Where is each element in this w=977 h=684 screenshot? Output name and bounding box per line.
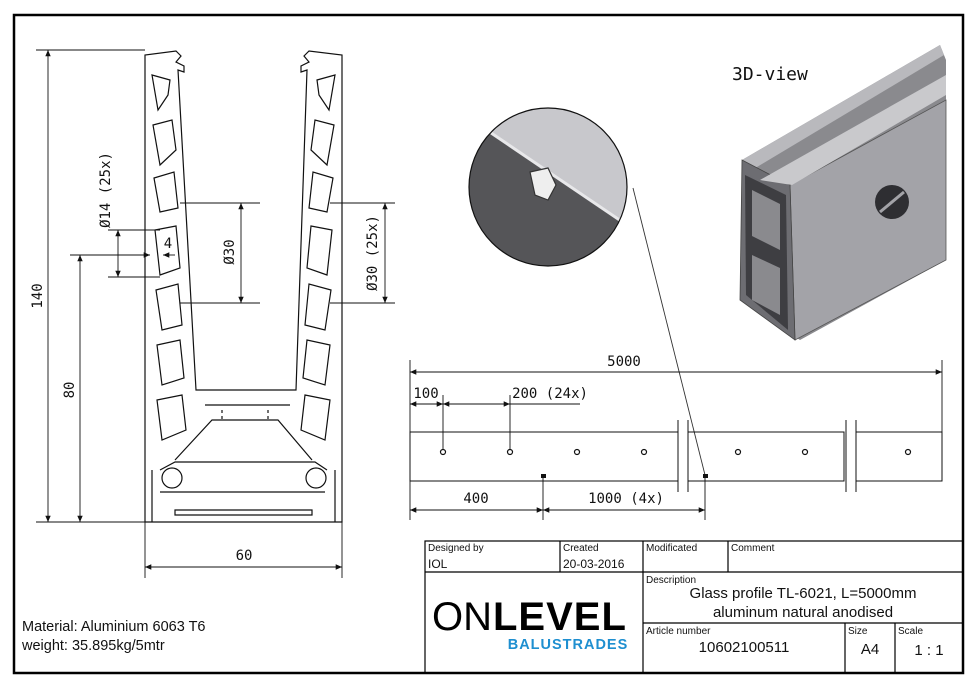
scale-value: 1 : 1 (914, 642, 943, 659)
dim-1000: 1000 (4x) (588, 491, 664, 507)
dim-hole-14: Ø14 (25x) (98, 152, 114, 228)
title-block (424, 540, 964, 674)
dim-200: 200 (24x) (512, 386, 588, 402)
modificated-label: Modificated (646, 543, 697, 554)
comment-label: Comment (731, 543, 775, 554)
description-line2: aluminum natural anodised (713, 604, 893, 621)
detail-view (468, 107, 706, 476)
designed-by-label: Designed by (428, 543, 484, 554)
drain-slot (541, 474, 546, 478)
weight-text: weight: 35.895kg/5mtr (21, 638, 165, 654)
description-line1: Glass profile TL-6021, L=5000mm (690, 585, 917, 602)
dim-dia-30-inner: Ø30 (222, 239, 238, 264)
material-text: Material: Aluminium 6063 T6 (22, 619, 206, 635)
dim-400: 400 (463, 491, 488, 507)
dim-100: 100 (413, 386, 438, 402)
description-label: Description (646, 575, 696, 586)
created-value: 20-03-2016 (563, 557, 625, 571)
side-dimensions (409, 360, 943, 520)
svg-text:LEVEL: LEVEL (493, 595, 627, 639)
profile-cross-section (144, 50, 343, 523)
drain-slot (703, 474, 708, 478)
side-view-holes (439, 448, 912, 456)
section-dimensions (36, 49, 395, 578)
dim-60: 60 (236, 548, 253, 564)
svg-text:BALUSTRADES: BALUSTRADES (508, 637, 629, 653)
dim-4: 4 (164, 236, 172, 252)
onlevel-logo: ON LEVEL BALUSTRADES (432, 595, 629, 653)
designed-by-value: IOL (428, 557, 448, 571)
dim-dia-30-outer: Ø30 (25x) (365, 215, 381, 291)
dim-140: 140 (30, 283, 46, 308)
dim-5000: 5000 (607, 354, 641, 370)
size-label: Size (848, 626, 868, 637)
view-3d-title: 3D-view (732, 64, 808, 85)
drawing-frame (12, 13, 965, 675)
profile-side-view (409, 420, 943, 492)
created-label: Created (563, 543, 599, 554)
svg-text:ON: ON (432, 595, 492, 639)
article-label: Article number (646, 626, 711, 637)
scale-label: Scale (898, 626, 923, 637)
profile-3d-render (739, 45, 947, 341)
article-value: 10602100511 (699, 639, 790, 656)
dim-80: 80 (62, 382, 78, 399)
size-value: A4 (861, 641, 879, 658)
